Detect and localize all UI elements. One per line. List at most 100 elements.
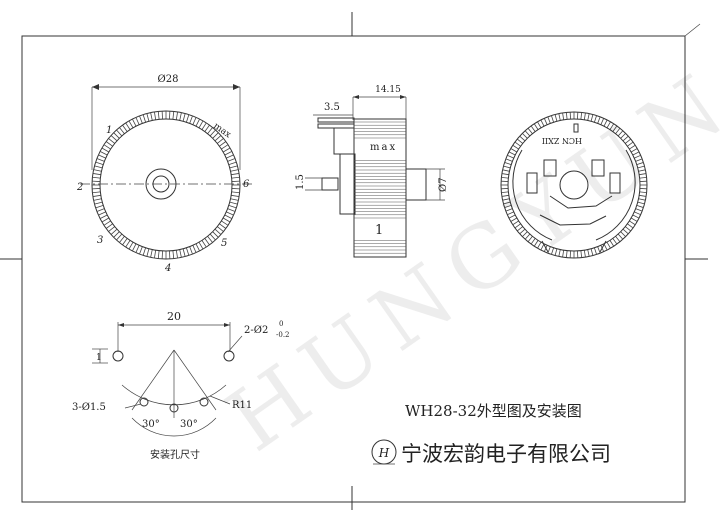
hole-small-left (139, 397, 149, 407)
knurl-tick (221, 220, 229, 226)
terminal-pin-top (317, 117, 355, 123)
knurl-tick (603, 243, 608, 251)
knurl-tick (154, 111, 157, 120)
knurl-tick (505, 208, 513, 212)
hole-small-right (199, 397, 209, 407)
knurl-tick (110, 228, 118, 235)
knurl-tick (222, 147, 231, 153)
contact-right (591, 159, 605, 177)
knurl-tick (105, 141, 113, 147)
knurl-tick (179, 249, 182, 258)
knurl-tick (609, 123, 615, 130)
knurl-tick (630, 217, 638, 222)
knurl-tick (517, 226, 523, 232)
knurl-tick (132, 243, 137, 252)
shaft (405, 168, 427, 201)
knurl-tick (192, 117, 197, 125)
knurl-tick (524, 130, 531, 137)
side-one-label: 1 (375, 223, 383, 238)
knurl-tick (150, 249, 153, 258)
knurl-tick (182, 248, 186, 257)
knurl-tick (98, 154, 106, 159)
knurl-tick (547, 246, 551, 254)
knurl-tick (229, 201, 238, 205)
knurl-tick (125, 240, 131, 248)
knurl-tick (207, 236, 213, 243)
radius-label: R11 (232, 400, 252, 411)
knurl-tick (524, 233, 531, 240)
knurl-tick (625, 138, 631, 144)
knurl-tick (587, 249, 590, 257)
side-max-label: max (370, 142, 397, 153)
knurl-tick (540, 119, 545, 127)
spacing-label: 20 (167, 310, 181, 323)
knurl-tick (212, 231, 219, 238)
knurl-tick (122, 238, 128, 246)
knurl-tick (135, 117, 140, 125)
knurl-tick (527, 128, 533, 134)
knurl-tick (522, 231, 528, 237)
drawing-title: WH28-32外型图及安装图 (405, 402, 582, 420)
contact-left (543, 159, 557, 177)
knurl-tick (172, 250, 175, 259)
knurl-tick (217, 138, 224, 144)
knurl-tick (512, 220, 519, 226)
knurl-tick (95, 161, 104, 165)
knurl-tick (96, 208, 105, 212)
knurl-tick (606, 241, 611, 249)
knurl-tick (587, 113, 590, 121)
knurl-tick (93, 169, 102, 172)
knurl-tick (135, 245, 140, 253)
knob-side-knurling (354, 121, 406, 254)
knurl-tick (606, 121, 611, 129)
back-view: HCN ZXII (500, 111, 648, 259)
knurl-tick (617, 233, 624, 240)
knurl-tick (192, 245, 197, 253)
mounting-caption: 安装孔尺寸 (150, 448, 200, 461)
knurl-tick (101, 147, 110, 153)
knurl-tick (219, 141, 227, 147)
knurl-tick (537, 241, 542, 249)
knurl-tick (128, 241, 134, 250)
arrow-right (233, 84, 240, 90)
knurl-tick (502, 198, 510, 201)
angle-left: 30° (142, 419, 160, 430)
knurl-tick (533, 240, 539, 247)
knurl-tick (514, 141, 521, 147)
knurl-tick (119, 236, 125, 243)
side-view: 14.15 3.5 1.5 max 1 Ø7 (295, 85, 449, 258)
hole-large-right (223, 350, 235, 362)
knurl-tick (110, 135, 118, 142)
knurl-tick (229, 165, 238, 169)
knurl-tick (92, 173, 101, 176)
knurl-tick (503, 165, 511, 169)
knurl-tick (508, 214, 516, 219)
pos-5: 5 (221, 238, 227, 249)
knurl-tick (186, 247, 190, 256)
tol-upper: 0 (279, 320, 283, 328)
pin-small (321, 177, 339, 191)
back-shaft (559, 170, 589, 200)
knurl-tick (175, 111, 178, 120)
knurl-tick (625, 226, 631, 232)
knurl-tick (142, 247, 146, 256)
knurl-tick (519, 135, 526, 142)
knurl-tick (562, 250, 565, 258)
drawing-frame (21, 35, 686, 503)
knurl-tick (226, 211, 234, 216)
knurl-tick (92, 194, 101, 197)
pos-2: 2 (76, 182, 83, 193)
knurl-tick (522, 133, 528, 139)
knurl-tick (122, 124, 128, 132)
knurl-tick (637, 201, 645, 205)
knurl-tick (231, 173, 240, 176)
knurl-tick (590, 248, 594, 256)
knurl-tick (94, 165, 103, 169)
knurl-tick (142, 114, 146, 123)
knurl-tick (501, 173, 509, 176)
mounting-diagram: 20 2-Ø2 0 -0.2 1 3-Ø1.5 R11 30° 30° 安装孔尺… (72, 310, 290, 461)
knurl-tick (95, 205, 104, 209)
knurl-tick (627, 141, 634, 147)
knurl-tick (182, 113, 186, 122)
knurl-tick (590, 114, 594, 122)
